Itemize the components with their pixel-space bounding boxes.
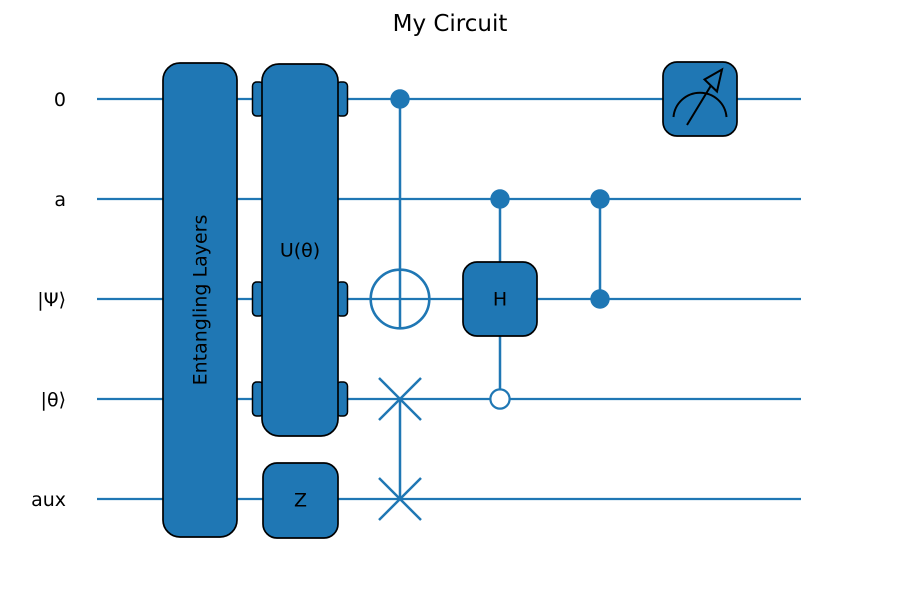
u-theta-label: U(θ) [280, 240, 320, 262]
h-box [462, 261, 538, 337]
wire-label-psi: |Ψ⟩ [37, 289, 66, 311]
ch-open-control [489, 388, 511, 410]
entangling-layers-gate: Entangling Layers [162, 62, 238, 538]
cz-control-dot-psi [590, 289, 610, 309]
cnot-target-icon [369, 268, 431, 330]
wire-label-aux: aux [31, 489, 66, 511]
entangling-layers-label: Entangling Layers [190, 215, 212, 386]
wire-label-0: 0 [54, 89, 66, 111]
u-theta-box [261, 63, 339, 437]
wire-label-theta: |θ⟩ [41, 389, 66, 411]
entangling-layers-box [162, 62, 238, 538]
swap-gate [378, 377, 422, 521]
z-gate: Z [262, 462, 339, 539]
measurement-gate [662, 61, 738, 137]
wire-label-a: a [54, 189, 66, 211]
z-label: Z [294, 490, 307, 512]
h-label: H [493, 289, 507, 311]
measurement-box [662, 61, 738, 137]
h-gate: H [462, 261, 538, 337]
swap-cross-top-icon [378, 377, 422, 421]
measurement-gauge-icon [672, 67, 728, 126]
swap-cross-bottom-icon [378, 477, 422, 521]
cnot-control-dot [390, 89, 410, 109]
ch-control-dot [490, 189, 510, 209]
circuit-title: My Circuit [393, 11, 508, 37]
u-theta-gate: U(θ) [251, 63, 349, 437]
z-box [262, 462, 339, 539]
cz-control-dot-a [590, 189, 610, 209]
